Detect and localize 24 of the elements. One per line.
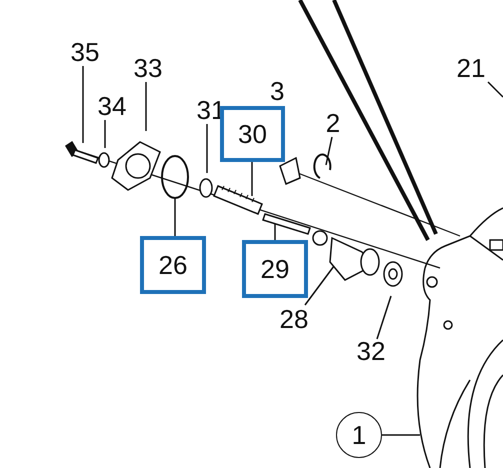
callout-number: 28: [275, 305, 313, 333]
leader-line: [174, 198, 176, 236]
callout-number: 30: [220, 106, 285, 162]
leader-line: [382, 434, 420, 436]
callout-number: 33: [129, 54, 167, 82]
callout-number: 3: [270, 78, 284, 104]
leader-line: [325, 136, 333, 166]
callout-number: 35: [66, 38, 104, 66]
leader-line: [206, 124, 208, 173]
leader-line: [274, 224, 276, 240]
callout-number: 29: [242, 240, 308, 298]
leader-line: [487, 81, 503, 98]
callout-number: 26: [140, 236, 206, 294]
leader-line: [145, 82, 147, 131]
callout-number: 21: [452, 54, 490, 82]
leader-line: [82, 66, 84, 143]
leader-line: [304, 266, 335, 306]
leader-line: [251, 162, 253, 196]
callout-number: 1: [336, 412, 382, 458]
callout-number: 34: [93, 92, 131, 120]
leader-line: [104, 120, 106, 148]
leader-line: [376, 296, 392, 340]
callout-number: 2: [322, 109, 344, 137]
callout-number: 32: [352, 337, 390, 365]
